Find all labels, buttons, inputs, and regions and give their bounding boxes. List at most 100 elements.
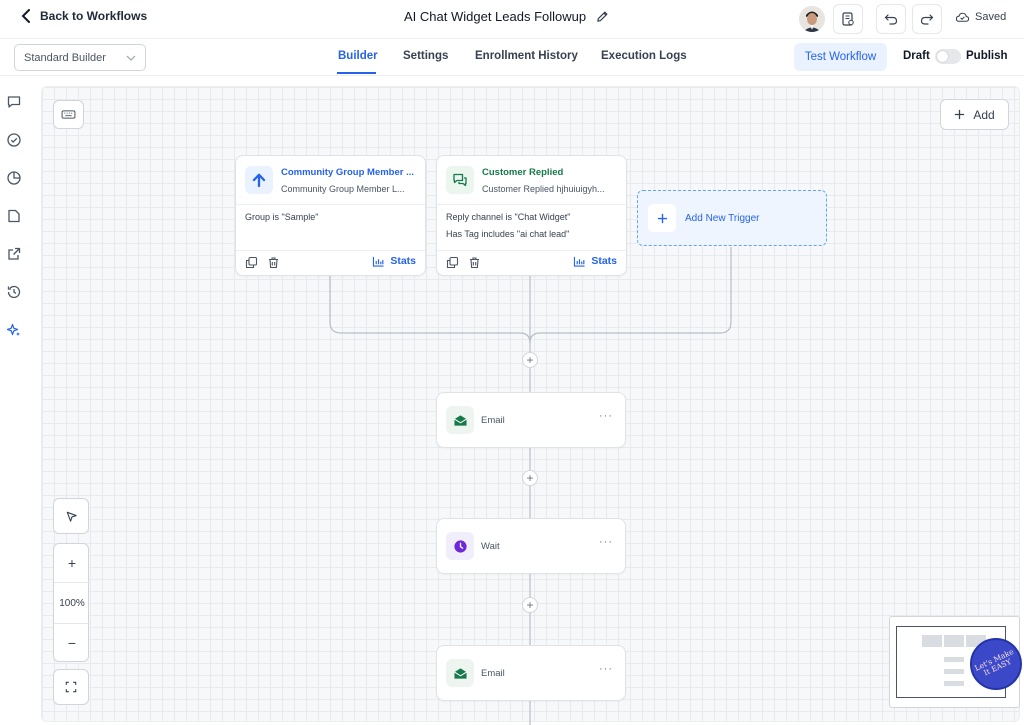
- publish-label: Publish: [966, 50, 1008, 62]
- card-footer-divider: [236, 250, 425, 251]
- zoom-in-button[interactable]: +: [67, 555, 77, 571]
- trigger-card-customer-replied[interactable]: Customer Replied Customer Replied hjhuiu…: [436, 155, 627, 276]
- workflow-title-text: AI Chat Widget Leads Followup: [404, 9, 587, 24]
- notes-button[interactable]: [833, 4, 863, 34]
- trigger-condition: Has Tag includes "ai chat lead": [446, 229, 570, 239]
- card-footer-divider: [437, 250, 626, 251]
- pie-chart-icon[interactable]: [6, 170, 22, 186]
- trigger-card-community-group[interactable]: Community Group Member ... Community Gro…: [235, 155, 426, 276]
- builder-mode-value: Standard Builder: [24, 51, 106, 64]
- envelope-icon: [446, 406, 474, 434]
- external-link-icon[interactable]: [6, 246, 22, 262]
- trigger-name: Community Group Member ...: [281, 167, 415, 178]
- fit-view-button[interactable]: [53, 669, 89, 705]
- chat-bubbles-icon: [446, 166, 474, 194]
- insert-step-button[interactable]: +: [522, 597, 538, 613]
- draft-label: Draft: [903, 50, 930, 62]
- chevron-left-icon: [21, 9, 30, 23]
- action-label: Wait: [481, 541, 500, 552]
- trigger-condition: Reply channel is "Chat Widget": [446, 212, 571, 222]
- minimap-node: [944, 635, 964, 647]
- insert-step-button[interactable]: +: [522, 352, 538, 368]
- zoom-level: 100%: [59, 597, 85, 609]
- zoom-controls: + 100% −: [53, 543, 90, 662]
- trigger-subtitle: Customer Replied hjhuiuigyh...: [482, 184, 605, 194]
- builder-mode-select[interactable]: Standard Builder: [14, 44, 146, 71]
- tab-execution-logs[interactable]: Execution Logs: [601, 50, 687, 62]
- action-card-email[interactable]: Email ···: [436, 392, 626, 448]
- chat-icon[interactable]: [6, 94, 22, 110]
- undo-icon: [884, 14, 898, 25]
- action-label: Email: [481, 668, 505, 679]
- redo-button[interactable]: [912, 4, 942, 34]
- stats-button[interactable]: Stats: [372, 255, 416, 267]
- back-label: Back to Workflows: [40, 9, 148, 23]
- card-divider: [236, 204, 425, 205]
- copy-icon[interactable]: [245, 256, 258, 269]
- save-status: Saved: [955, 11, 1006, 23]
- sparkle-icon[interactable]: [6, 322, 22, 338]
- chevron-down-icon: [126, 55, 136, 61]
- add-button[interactable]: Add: [940, 99, 1009, 130]
- more-options-icon[interactable]: ···: [599, 410, 613, 422]
- tab-builder[interactable]: Builder: [338, 50, 378, 62]
- saved-label: Saved: [975, 11, 1007, 23]
- more-options-icon[interactable]: ···: [599, 536, 613, 548]
- keyboard-icon: [61, 110, 76, 119]
- active-tab-indicator: [337, 72, 376, 74]
- publish-toggle[interactable]: [935, 49, 961, 64]
- add-label: Add: [973, 107, 995, 122]
- add-new-trigger-button[interactable]: Add New Trigger: [637, 190, 827, 246]
- envelope-icon: [446, 659, 474, 687]
- trash-icon[interactable]: [468, 256, 481, 269]
- undo-button[interactable]: [876, 4, 906, 34]
- watermark-badge: Let's Make It EASY: [970, 638, 1022, 690]
- action-label: Email: [481, 415, 505, 426]
- zoom-out-button[interactable]: −: [67, 635, 77, 651]
- plus-icon: [648, 204, 676, 232]
- trash-icon[interactable]: [267, 256, 280, 269]
- select-tool-button[interactable]: [53, 498, 89, 534]
- minimap-node: [922, 635, 942, 647]
- clock-icon: [446, 532, 474, 560]
- tab-enrollment-history[interactable]: Enrollment History: [475, 50, 578, 62]
- stats-button[interactable]: Stats: [573, 255, 617, 267]
- avatar[interactable]: [799, 6, 825, 32]
- document-icon[interactable]: [6, 208, 22, 224]
- back-to-workflows-link[interactable]: Back to Workflows: [20, 9, 147, 23]
- stats-label: Stats: [591, 255, 617, 267]
- action-card-wait[interactable]: Wait ···: [436, 518, 626, 574]
- zoom-divider: [54, 582, 90, 583]
- add-new-trigger-label: Add New Trigger: [685, 212, 760, 224]
- plus-icon: [955, 109, 965, 120]
- history-icon[interactable]: [6, 284, 22, 300]
- workflow-title[interactable]: AI Chat Widget Leads Followup: [404, 9, 609, 24]
- trigger-condition: Group is "Sample": [245, 212, 319, 222]
- minimap-node: [944, 669, 964, 674]
- badge-text: Let's Make It EASY: [973, 646, 1015, 678]
- more-options-icon[interactable]: ···: [599, 663, 613, 675]
- tab-settings[interactable]: Settings: [403, 50, 449, 62]
- user-avatar-icon: [799, 6, 825, 32]
- action-card-email[interactable]: Email ···: [436, 645, 626, 701]
- stats-label: Stats: [390, 255, 416, 267]
- insert-step-button[interactable]: +: [522, 470, 538, 486]
- keyboard-shortcuts-button[interactable]: [53, 100, 84, 129]
- copy-icon[interactable]: [446, 256, 459, 269]
- minimap-node: [944, 681, 964, 686]
- arrow-up-icon: [245, 166, 273, 194]
- card-divider: [437, 204, 626, 205]
- test-workflow-button[interactable]: Test Workflow: [794, 43, 887, 71]
- expand-icon: [65, 681, 77, 693]
- check-circle-icon[interactable]: [6, 132, 22, 148]
- zoom-divider: [54, 623, 90, 624]
- cloud-check-icon: [955, 12, 970, 22]
- trigger-subtitle: Community Group Member L...: [281, 184, 405, 194]
- document-settings-icon: [842, 12, 854, 26]
- bar-chart-icon: [373, 256, 384, 267]
- redo-icon: [920, 14, 934, 25]
- cursor-pointer-icon: [66, 511, 77, 522]
- pencil-icon[interactable]: [596, 10, 609, 23]
- trigger-name: Customer Replied: [482, 167, 564, 178]
